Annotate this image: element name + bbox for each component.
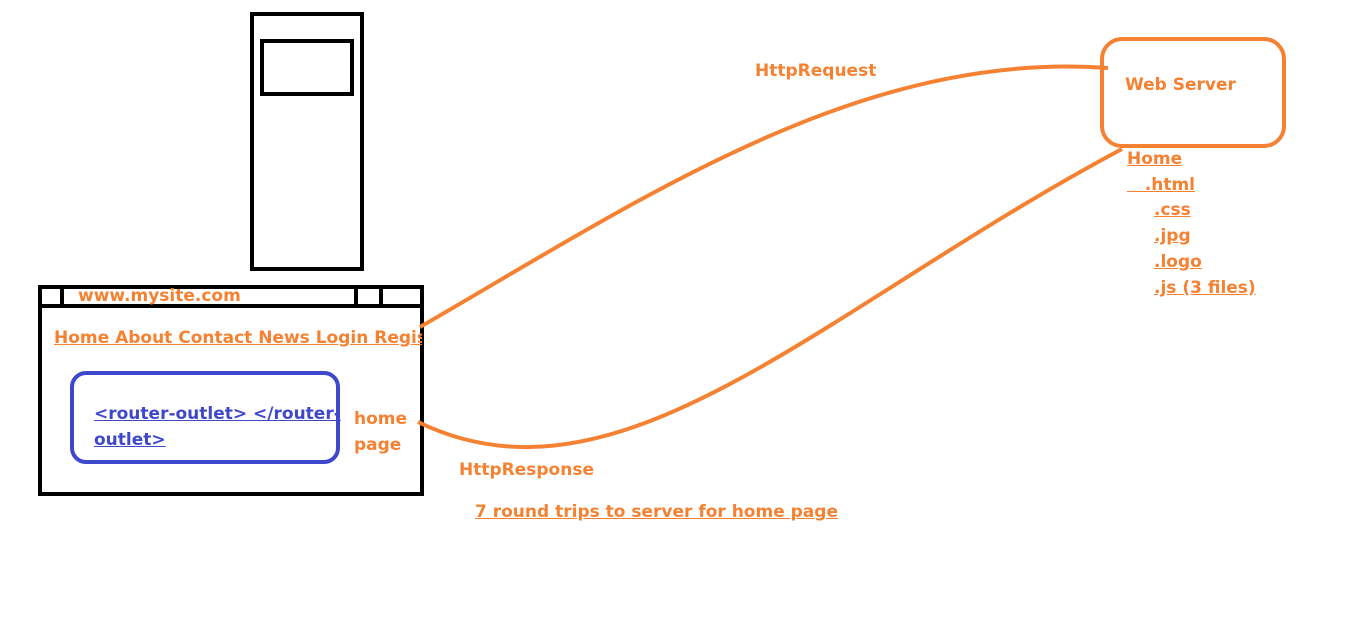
http-response-arrow [417, 147, 1123, 449]
computer-drive-bay [260, 39, 354, 96]
home-page-label-2: page [354, 435, 402, 455]
server-file-css: .css [1154, 200, 1191, 220]
browser-url: www.mysite.com [78, 286, 241, 306]
router-outlet-box [70, 371, 340, 464]
round-trips-note: 7 round trips to server for home page [475, 502, 838, 522]
http-request-label: HttpRequest [755, 61, 877, 81]
browser-window [38, 285, 424, 496]
home-page-label-1: home [354, 409, 408, 429]
server-file-jpg: .jpg [1154, 226, 1191, 246]
server-file-js: .js (3 files) [1154, 278, 1256, 298]
web-server-box [1100, 37, 1286, 148]
router-outlet-line-1: <router-outlet> </router- [94, 404, 341, 424]
http-request-arrow [418, 64, 1109, 329]
server-file-html: .html [1127, 175, 1195, 195]
router-outlet-line-2: outlet> [94, 430, 166, 450]
computer-tower [250, 12, 364, 271]
server-file-logo: .logo [1154, 252, 1202, 272]
web-server-title: Web Server [1125, 75, 1236, 95]
http-response-label: HttpResponse [459, 460, 594, 480]
nav-bar-links[interactable]: Home About Contact News Login Register [54, 330, 422, 347]
server-file-home: Home [1127, 149, 1183, 169]
